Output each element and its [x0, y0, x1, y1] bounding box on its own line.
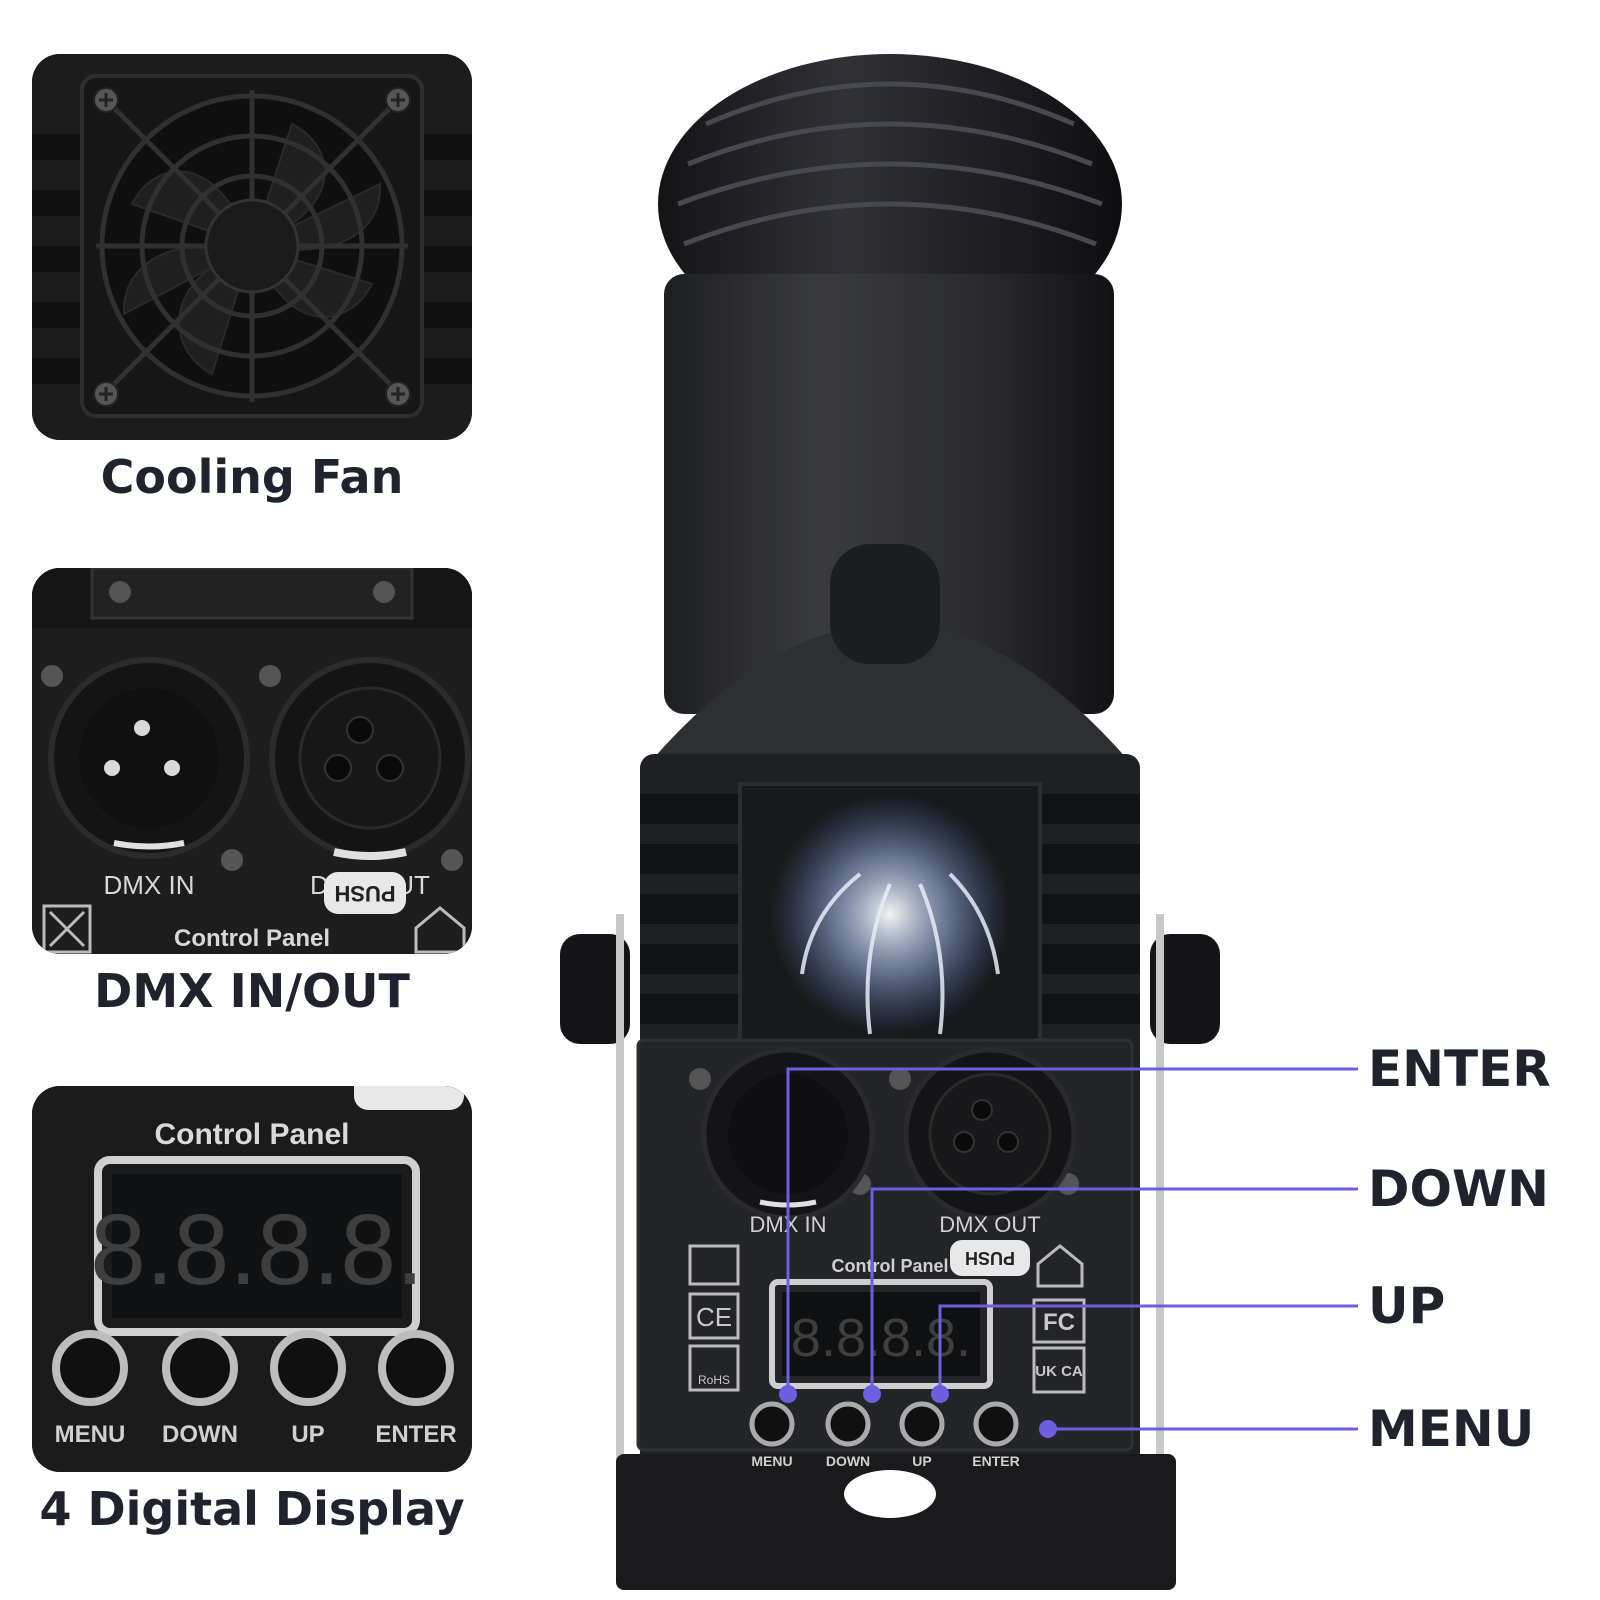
down-button[interactable]: [162, 1330, 238, 1406]
push-tab: [324, 872, 406, 914]
enter-button-label: ENTER: [375, 1421, 456, 1448]
device-down-label: DOWN: [826, 1453, 870, 1469]
device-up-label: UP: [912, 1453, 931, 1469]
fc-mark: FC: [1043, 1309, 1075, 1336]
up-callout-label: UP: [1368, 1277, 1446, 1335]
ce-mark: CE: [696, 1302, 732, 1332]
panel-label: Control Panel: [154, 1118, 349, 1151]
dmx-in-label: DMX IN: [104, 870, 195, 900]
device-down-button[interactable]: [825, 1401, 871, 1447]
down-button-label: DOWN: [162, 1421, 238, 1448]
device-dmx-out-label: DMX OUT: [939, 1212, 1040, 1237]
enter-callout-line: [786, 1067, 1358, 1394]
cooling-fan-image: [32, 54, 472, 440]
device-up-button[interactable]: [899, 1401, 945, 1447]
weee-icon: [42, 904, 92, 954]
up-callout-line: [938, 1304, 1358, 1394]
control-panel-label: Control Panel: [174, 925, 330, 952]
device-menu-label: MENU: [751, 1453, 792, 1469]
dmx-ports-image: DMX IN DMX OUT PUSH Control Panel: [32, 568, 472, 954]
device-push-tab: [950, 1240, 1030, 1276]
ukca-mark: UK CA: [1035, 1363, 1083, 1380]
up-button[interactable]: [270, 1330, 346, 1406]
digital-display-tile: Control Panel 8.8.8.8. MENU DOWN UP ENTE…: [32, 1086, 472, 1472]
push-label: PUSH: [334, 881, 395, 906]
cooling-fan-tile: [32, 54, 472, 440]
indoor-use-icon: [414, 906, 466, 954]
digital-display-image: Control Panel 8.8.8.8. MENU DOWN UP ENTE…: [32, 1086, 472, 1472]
device-enter-label: ENTER: [972, 1453, 1019, 1469]
device-enter-button[interactable]: [973, 1401, 1019, 1447]
cooling-fan-caption: Cooling Fan: [100, 450, 404, 504]
down-callout-line: [870, 1187, 1358, 1394]
dmx-caption: DMX IN/OUT: [94, 964, 410, 1018]
up-button-label: UP: [291, 1421, 324, 1448]
up-callout-dot: [931, 1385, 949, 1403]
down-callout-label: DOWN: [1368, 1160, 1550, 1218]
device-push-label: PUSH: [965, 1248, 1015, 1268]
rohs-mark: RoHS: [698, 1373, 730, 1387]
dmx-ports-tile: DMX IN DMX OUT PUSH Control Panel: [32, 568, 472, 954]
enter-callout-label: ENTER: [1368, 1040, 1551, 1098]
device-indoor-icon: [1036, 1244, 1084, 1288]
seven-segment-display: 8.8.8.8.: [90, 1194, 424, 1306]
menu-button[interactable]: [52, 1330, 128, 1406]
menu-callout-dot: [1039, 1420, 1057, 1438]
menu-button-label: MENU: [55, 1421, 126, 1448]
device-menu-button[interactable]: [749, 1401, 795, 1447]
down-callout-dot: [863, 1385, 881, 1403]
menu-callout-label: MENU: [1368, 1400, 1535, 1458]
enter-button[interactable]: [378, 1330, 454, 1406]
enter-callout-dot: [779, 1385, 797, 1403]
digital-display-caption: 4 Digital Display: [39, 1482, 465, 1536]
device-weee-icon: [688, 1244, 740, 1286]
device-control-panel-label: Control Panel: [831, 1256, 948, 1276]
